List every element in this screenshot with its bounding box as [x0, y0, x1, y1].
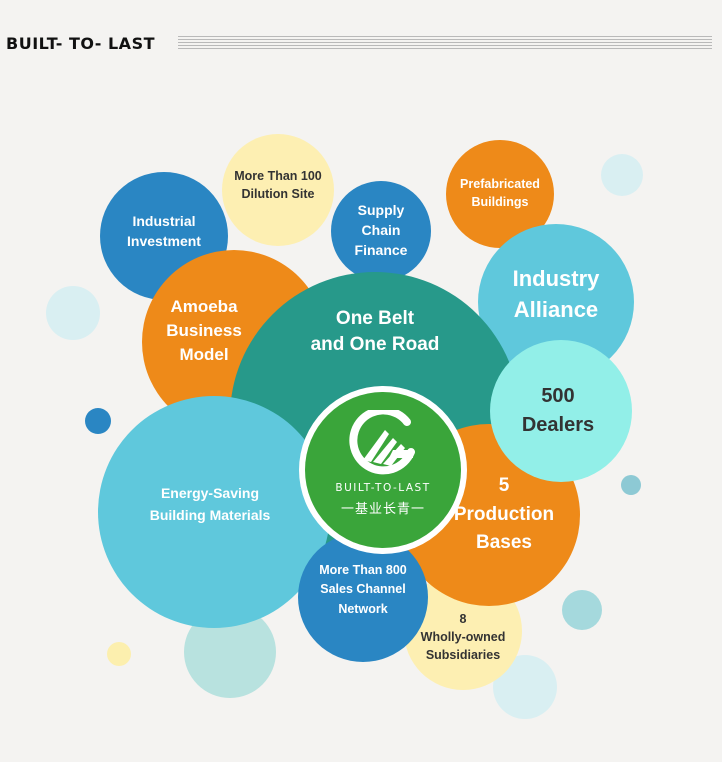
- decor-circle: [107, 642, 131, 666]
- built-to-last-logo-icon: [349, 410, 415, 475]
- decor-circle: [85, 408, 111, 434]
- bubble-energy-saving-label: Energy-Saving Building Materials: [149, 484, 271, 523]
- bubble-dealers: 500 Dealers: [490, 340, 632, 482]
- decor-circle: [562, 590, 602, 630]
- decor-circle: [621, 475, 641, 495]
- logo-badge: BUILT-TO-LAST 一基业长青一: [299, 386, 467, 554]
- bubble-sales-channel: More Than 800 Sales Channel Network: [298, 532, 428, 662]
- logo-circle: BUILT-TO-LAST 一基业长青一: [305, 392, 461, 548]
- bubble-industry-alliance-label: Industry Alliance: [512, 265, 600, 322]
- bubble-dealers-label: 500 Dealers: [521, 385, 595, 436]
- bubble-industrial-investment-label: Industrial Investment: [127, 213, 201, 249]
- logo-chinese-text: 一基业长青一: [340, 502, 425, 517]
- bubble-supply-chain-finance: Supply Chain Finance: [331, 181, 431, 281]
- bubble-prefabricated-buildings-label: Prefabricated Buildings: [460, 177, 540, 209]
- bubble-production-bases-label: 5 Production Bases: [453, 475, 555, 554]
- section-title: BUILT- TO- LAST: [6, 34, 155, 53]
- decor-circle: [601, 154, 643, 196]
- logo-english-text: BUILT-TO-LAST: [335, 482, 431, 494]
- bubble-dilution-sites-label: More Than 100 Dilution Site: [234, 169, 322, 201]
- bubble-dilution-sites: More Than 100 Dilution Site: [222, 134, 334, 246]
- header-divider-lines: [178, 36, 712, 50]
- bubble-supply-chain-finance-label: Supply Chain Finance: [354, 202, 408, 258]
- bubble-one-belt-one-road-label: One Belt and One Road: [310, 308, 440, 356]
- bubble-amoeba-business-model-label: Amoeba Business Model: [166, 296, 242, 365]
- bubble-subsidiaries-label: 8 Wholly-owned Subsidiaries: [420, 612, 506, 662]
- bubble-energy-saving: Energy-Saving Building Materials: [98, 396, 330, 628]
- section-header: BUILT- TO- LAST: [0, 28, 722, 58]
- bubble-sales-channel-label: More Than 800 Sales Channel Network: [319, 562, 407, 616]
- decor-circle: [46, 286, 100, 340]
